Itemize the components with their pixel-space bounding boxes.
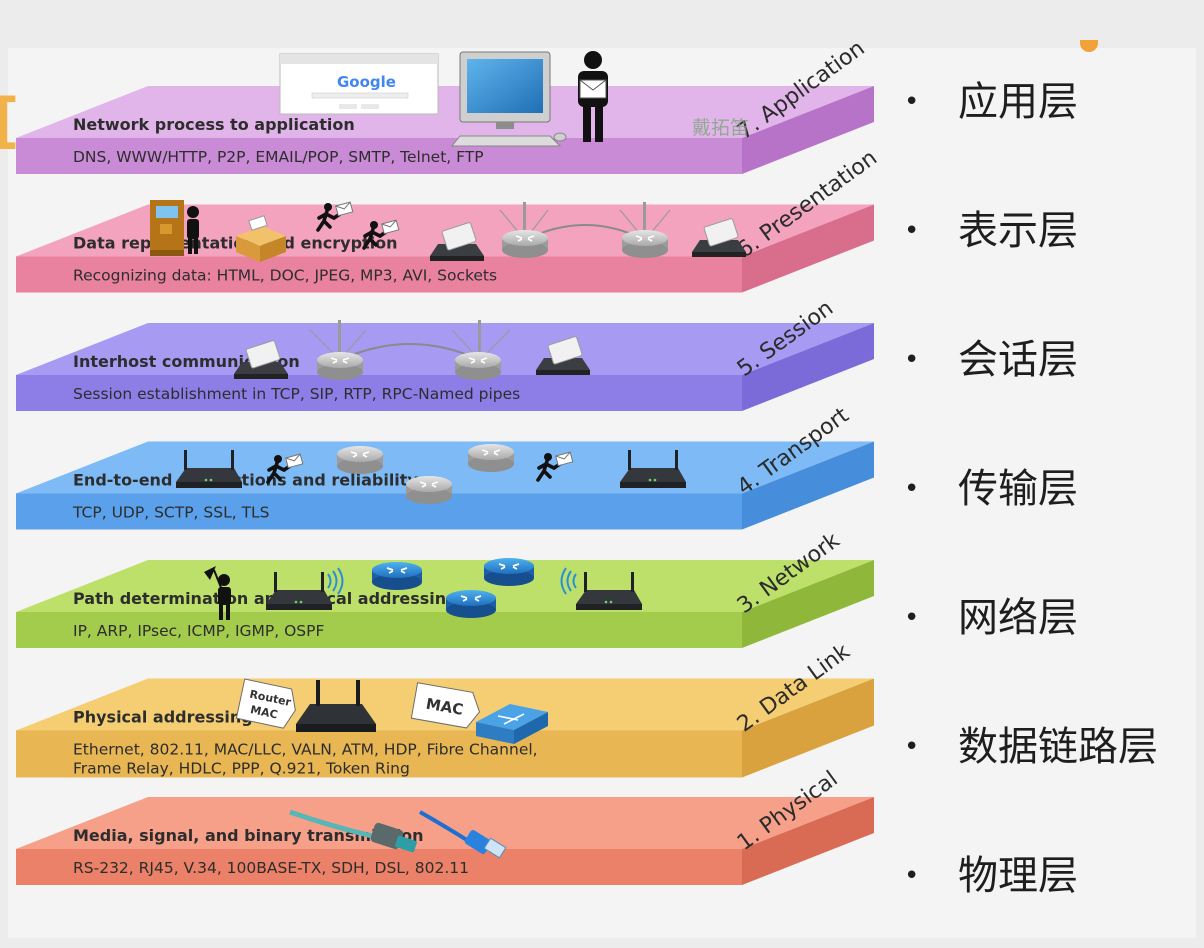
person-icon [187,206,199,254]
network-bridge-icon [309,320,511,381]
layer-protocols: RS-232, RJ45, V.34, 100BASE-TX, SDH, DSL… [73,859,469,877]
parcel-box-icon [236,215,286,262]
router-disc-icon [445,589,497,619]
layer-front-band [16,138,742,174]
layer-protocols: Ethernet, 802.11, MAC/LLC, VALN, ATM, HD… [73,741,538,759]
desktop-computer-icon [450,51,567,147]
person-with-flag-icon [204,566,231,620]
physical-illustration [289,809,507,859]
router-disc-icon [467,443,515,473]
fiber-cable-icon [289,809,417,853]
google-logo: Google [337,73,396,91]
bullet-icon: • [904,732,920,762]
bullet-icon: • [904,603,920,633]
chinese-layer-label: 传输层 [958,466,1078,512]
mac-tag: MAC [410,682,481,729]
layer-protocols: Recognizing data: HTML, DOC, JPEG, MP3, … [73,267,497,285]
network-illustration [204,557,642,620]
kiosk-icon [150,200,184,256]
chinese-layer-item: • 数据链路层 [904,717,1158,777]
chinese-layer-label: 应用层 [958,79,1078,125]
bullet-icon: • [904,861,920,891]
bullet-icon: • [904,345,920,375]
layer-front-band [16,730,742,778]
layer-protocols: Frame Relay, HDLC, PPP, Q.921, Token Rin… [73,760,410,778]
datalink-illustration: Router MAC MAC [235,678,548,744]
chinese-layer-item: • 物理层 [904,846,1078,906]
router-mac-tag: Router MAC [235,678,296,729]
layer-top-face [16,797,874,849]
chinese-layer-item: • 表示层 [904,201,1078,261]
session-illustration [233,320,591,381]
application-illustration: Google [279,51,608,147]
network-bridge-icon [499,202,671,259]
layer-description: Network process to application [73,115,355,134]
layer-front-band [16,375,742,411]
layer-side-face [742,86,874,174]
ethernet-cable-icon [419,810,507,859]
chinese-layer-label: 会话层 [958,337,1078,383]
osi-layer-3: Path determination and logical addressin… [16,528,874,648]
osi-layer-4: End-to-end connections and reliabilityTC… [16,403,874,530]
layer-protocols: TCP, UDP, SCTP, SSL, TLS [72,504,270,522]
layer-side-face [742,678,874,778]
chinese-layer-label: 表示层 [958,208,1078,254]
chinese-layer-item: • 应用层 [904,72,1078,132]
router-disc-icon [405,475,453,505]
bullet-icon: • [904,216,920,246]
bullet-icon: • [904,87,920,117]
router-disc-icon [336,445,384,475]
chinese-layer-label: 物理层 [958,853,1078,899]
layer-side-face [742,560,874,648]
osi-layer-1: Media, signal, and binary transmissionRS… [16,767,874,885]
layer-description: Media, signal, and binary transmission [73,826,423,845]
layer-side-face [742,323,874,411]
layer-top-face [16,86,874,138]
layer-protocols: Session establishment in TCP, SIP, RTP, … [73,385,520,403]
browser-window-icon: Google [279,53,439,115]
corner-decoration [1080,40,1098,52]
layer-protocols: IP, ARP, IPsec, ICMP, IGMP, OSPF [73,622,324,640]
router-disc-icon [371,561,423,591]
layer-front-band [16,849,742,885]
cropped-edge-glyph: [ [0,86,19,156]
wireless-router-icon [296,680,376,732]
chinese-layer-item: • 传输层 [904,459,1078,519]
router-disc-icon [483,557,535,587]
layer-description: Data representation and encryption [73,234,398,253]
layer-front-band [16,493,742,530]
layer-description: End-to-end connections and reliability [73,471,418,490]
person-with-envelope-icon [578,51,608,142]
watermark: 戴拓笛 [692,117,749,139]
layer-front-band [16,612,742,648]
chinese-layer-list: • 应用层 • 表示层 • 会话层 • 传输层 • 网络层 • 数据链路层 • 物理层 [904,0,1204,948]
layer-description: Physical addressing [73,708,253,727]
chinese-layer-item: • 会话层 [904,330,1078,390]
layer-side-face [742,204,874,293]
layer-side-face [742,441,874,530]
layer-front-band [16,256,742,293]
layer-description: Path determination and logical addressin… [73,589,458,608]
network-switch-icon [476,704,548,744]
svg-text:MAC: MAC [249,703,279,721]
layer-protocols: DNS, WWW/HTTP, P2P, EMAIL/POP, SMTP, Tel… [73,148,484,166]
presentation-illustration [150,200,747,262]
chinese-layer-label: 数据链路层 [958,724,1158,770]
bullet-icon: • [904,474,920,504]
layer-side-face [742,797,874,885]
chinese-layer-item: • 网络层 [904,588,1078,648]
chinese-layer-label: 网络层 [958,595,1078,641]
